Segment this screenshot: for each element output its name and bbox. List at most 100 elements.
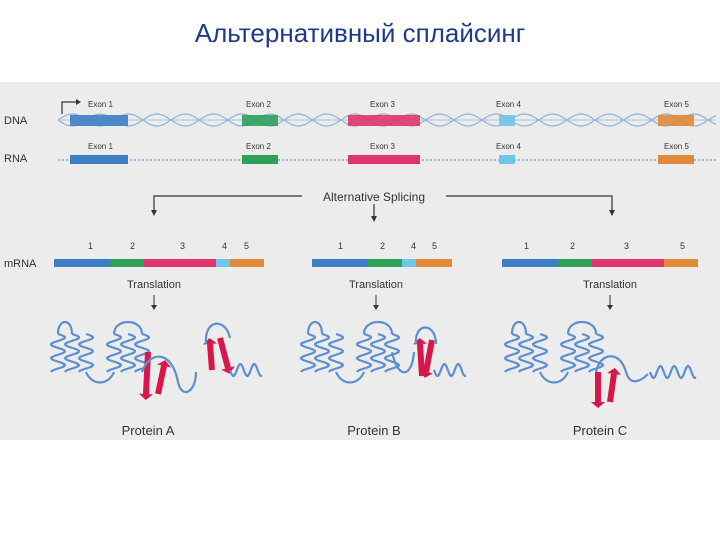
beta-strand <box>217 337 231 369</box>
protein-b-structure <box>299 320 467 384</box>
mrna-b-num-4: 4 <box>411 241 416 251</box>
dna-exon-2-label: Exon 2 <box>246 100 271 109</box>
rna-exon-4-label: Exon 4 <box>496 142 521 151</box>
alpha-helix <box>559 332 577 373</box>
rna-exon-5 <box>658 155 694 164</box>
arrow-down-icon <box>607 305 613 310</box>
mrna-variant-b <box>312 259 452 267</box>
alpha-helix <box>355 332 373 373</box>
beta-strand-arrowhead <box>157 360 171 368</box>
alpha-helix <box>517 332 535 373</box>
rna-exon-5-label: Exon 5 <box>664 142 689 151</box>
rna-exon-1 <box>70 155 128 164</box>
dna-exon-1 <box>70 115 128 126</box>
translation-label-b: Translation <box>349 279 403 291</box>
alpha-helix <box>105 332 123 373</box>
translation-label-c: Translation <box>583 279 637 291</box>
alpha-helix <box>327 332 345 373</box>
protein-c-label: Protein C <box>573 423 627 438</box>
mrna-b-num-1: 1 <box>338 241 343 251</box>
mrna-label: mRNA <box>4 258 37 270</box>
alpha-helix <box>587 332 605 373</box>
dna-exon-5-label: Exon 5 <box>664 100 689 109</box>
protein-loop <box>538 371 570 384</box>
rna-exon-4 <box>499 155 515 164</box>
beta-strand-arrowhead <box>591 402 605 408</box>
arrow-down-icon <box>151 305 157 310</box>
mrna-a-num-1: 1 <box>88 241 93 251</box>
protein-loop <box>112 320 144 335</box>
dna-exon-2 <box>242 115 278 126</box>
alpha-helix <box>531 332 549 373</box>
dna-exon-3-label: Exon 3 <box>370 100 395 109</box>
protein-loop <box>414 326 438 345</box>
arrow-down-icon <box>373 305 379 310</box>
alternative-splicing-label: Alternative Splicing <box>323 190 425 204</box>
beta-strand <box>155 365 167 395</box>
rna-exons <box>70 155 694 164</box>
alpha-helix <box>313 332 331 373</box>
rna-label: RNA <box>4 153 28 165</box>
beta-strand-arrowhead <box>221 366 235 374</box>
protein-loop <box>334 371 366 384</box>
dna-exon-1-label: Exon 1 <box>88 100 113 109</box>
translation-label-a: Translation <box>127 279 181 291</box>
alpha-helix <box>77 332 95 373</box>
splicing-bracket <box>153 195 613 218</box>
arrow-down-icon <box>609 210 615 216</box>
alpha-helix <box>503 332 521 373</box>
dna-exon-4 <box>499 115 515 126</box>
mrna-b-num-5: 5 <box>432 241 437 251</box>
protein-c-structure <box>503 320 697 408</box>
beta-strand <box>207 343 215 371</box>
transcription-start-arrow <box>61 101 76 114</box>
dna-exon-5 <box>658 115 694 126</box>
mrna-variant-c <box>502 259 698 267</box>
alpha-helix <box>228 362 263 378</box>
mrna-variant-a <box>54 259 264 267</box>
protein-b-label: Protein B <box>347 423 400 438</box>
alpha-helix <box>369 332 387 373</box>
protein-loop <box>84 371 116 384</box>
protein-a-structure <box>49 320 263 400</box>
translation-arrows <box>153 295 611 306</box>
protein-loop <box>362 320 394 335</box>
mrna-c-num-1: 1 <box>524 241 529 251</box>
arrow-down-icon <box>151 210 157 216</box>
rna-exon-1-label: Exon 1 <box>88 142 113 151</box>
beta-strand-arrowhead <box>139 393 153 400</box>
alpha-helix <box>49 332 67 373</box>
beta-strand <box>417 343 425 377</box>
protein-loop <box>306 320 324 335</box>
beta-strand <box>607 373 617 403</box>
protein-loop <box>594 355 649 383</box>
alpha-helix <box>383 332 401 373</box>
mrna-c-num-2: 2 <box>570 241 575 251</box>
protein-loop <box>56 320 74 335</box>
dna-exon-4-label: Exon 4 <box>496 100 521 109</box>
rna-exon-2 <box>242 155 278 164</box>
beta-strand-arrowhead <box>607 368 621 375</box>
mrna-b-num-2: 2 <box>380 241 385 251</box>
alpha-helix <box>63 332 81 373</box>
mrna-c-num-3: 3 <box>624 241 629 251</box>
mrna-c-num-5: 5 <box>680 241 685 251</box>
mrna-a-num-3: 3 <box>180 241 185 251</box>
page-title: Альтернативный сплайсинг <box>194 18 526 48</box>
beta-strand <box>143 351 151 395</box>
arrow-down-icon <box>371 216 377 222</box>
rna-exon-3 <box>348 155 420 164</box>
alpha-helix <box>432 362 467 378</box>
beta-strand-arrowhead <box>419 370 433 378</box>
protein-loop <box>390 351 416 374</box>
dna-exon-3 <box>348 115 420 126</box>
protein-loop <box>566 320 598 335</box>
rna-exon-2-label: Exon 2 <box>246 142 271 151</box>
alpha-helix <box>648 364 697 380</box>
arrowhead-icon <box>76 99 81 105</box>
alpha-helix <box>299 332 317 373</box>
protein-loop <box>204 322 232 345</box>
mrna-a-num-2: 2 <box>130 241 135 251</box>
alternative-splicing-diagram: DNA RNA mRNA Exon 1 Exon 2 Exon 3 Exon 4… <box>4 99 717 438</box>
protein-loop <box>510 320 528 335</box>
